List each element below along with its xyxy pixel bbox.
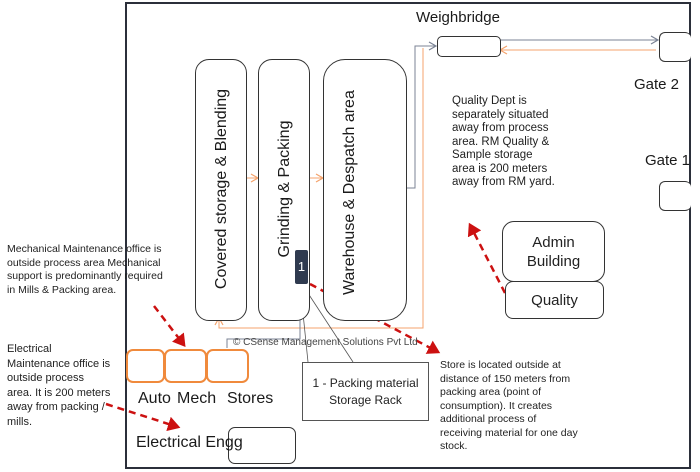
annotation-arrow-mech [153, 305, 186, 347]
warehouse-despatch-area[interactable]: Warehouse & Despatch area [323, 59, 407, 321]
gate1-box[interactable] [659, 181, 691, 211]
rack-callout-text: 1 - Packing material Storage Rack [312, 375, 419, 407]
annotation-arrow-quality [467, 222, 507, 294]
plant-boundary [125, 2, 691, 469]
office-box-mech[interactable] [164, 349, 207, 383]
callout-line-2 [301, 283, 354, 363]
gate2-box[interactable] [659, 32, 691, 62]
electrical-engg-box[interactable] [228, 427, 296, 464]
packing-rack-marker[interactable]: 1 [295, 250, 308, 284]
store-note: Store is located outside at distance of … [440, 359, 578, 452]
weighbridge-label: Weighbridge [416, 9, 500, 26]
quality-note: Quality Dept is separately situated away… [452, 95, 555, 188]
mechanical-note: Mechanical Maintenance office is outside… [7, 243, 163, 296]
covered-storage-area[interactable]: Covered storage & Blending [195, 59, 247, 321]
office-label-mech: Mech [177, 390, 217, 407]
route-weighbridge-to-covered [214, 48, 424, 329]
annotation-arrow-electrical [105, 402, 181, 432]
office-label-stores: Stores [227, 390, 274, 407]
weighbridge-box[interactable] [437, 36, 501, 57]
covered-storage-label: Covered storage & Blending [213, 88, 230, 290]
rack-callout-box: 1 - Packing material Storage Rack [302, 362, 429, 421]
route-warehouse-to-weighbridge [406, 41, 438, 189]
gate2-label: Gate 2 [634, 76, 680, 93]
quality-label: Quality [531, 291, 578, 309]
electrical-engg-label: Electrical Engg [136, 434, 243, 451]
office-label-auto: Auto [138, 390, 171, 407]
admin-building-label: Admin Building [526, 233, 581, 270]
office-box-stores[interactable] [206, 349, 249, 383]
quality-box[interactable]: Quality [505, 281, 604, 319]
office-box-auto[interactable] [126, 349, 165, 383]
gate1-label: Gate 1 [645, 152, 691, 169]
electrical-note: Electrical Maintenance office is outside… [7, 343, 111, 428]
warehouse-despatch-label: Warehouse & Despatch area [341, 90, 358, 295]
admin-building-box[interactable]: Admin Building [502, 221, 605, 282]
copyright-text: © CSense Management Solutions Pvt Ltd [233, 337, 418, 348]
grinding-packing-label: Grinding & Packing [276, 120, 293, 258]
